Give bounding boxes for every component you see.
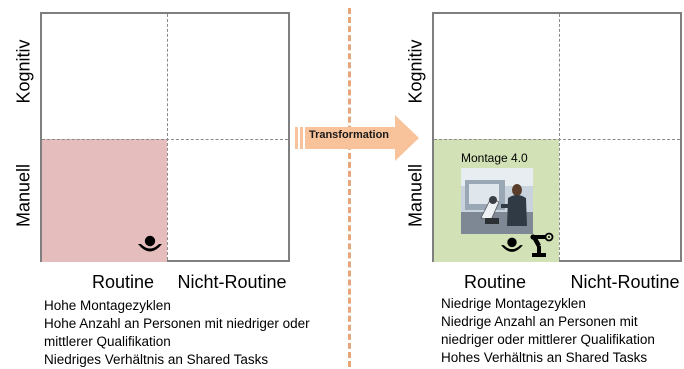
right-matrix: Montage 4.0 [432,12,682,262]
right-x-label-nicht-routine: Nicht-Routine [570,272,680,292]
left-bullet-item: Niedriges Verhältnis an Shared Tasks [44,352,269,367]
arrow-shape [295,115,419,161]
right-vertical-divider [559,14,560,260]
right-bullet-list: Niedrige Montagezyklen Niedrige Anzahl a… [441,295,655,367]
left-bullet-list: Hohe Montagezyklen Hohe Anzahl an Person… [44,297,310,369]
left-bullet-item: Hohe Montagezyklen [44,298,171,313]
right-bullet-item: Niedrige Montagezyklen [441,296,586,311]
worker-icon [138,235,162,252]
left-y-label-top: Kognitiv [13,39,34,104]
center-dashed-divider [348,8,351,367]
right-y-label-top: Kognitiv [405,39,426,104]
transformation-arrow: Transformation [295,115,421,163]
montage-label: Montage 4.0 [461,151,528,165]
left-matrix [40,12,290,262]
right-bullet-item: niedriger oder mittlerer Qualifikation [441,332,655,347]
right-horizontal-divider [434,139,680,140]
worker-icon [501,237,523,252]
right-bullet-item: Hohes Verhältnis an Shared Tasks [441,350,648,365]
left-y-label-bottom: Manuell [13,163,34,228]
assembly-photo [461,168,533,234]
right-y-label-bottom: Manuell [405,163,426,228]
arrow-label: Transformation [308,129,390,141]
right-x-label-routine: Routine [463,272,527,292]
left-bullet-item: Hohe Anzahl an Personen mit niedriger od… [44,316,310,331]
left-vertical-divider [167,14,168,260]
left-horizontal-divider [42,139,288,140]
left-bullet-item: mittlerer Qualifikation [44,334,171,349]
right-bullet-item: Niedrige Anzahl an Personen mit [441,314,638,329]
left-x-label-nicht-routine: Nicht-Routine [177,272,287,292]
robot-arm-icon [530,232,554,257]
left-x-label-routine: Routine [91,272,155,292]
